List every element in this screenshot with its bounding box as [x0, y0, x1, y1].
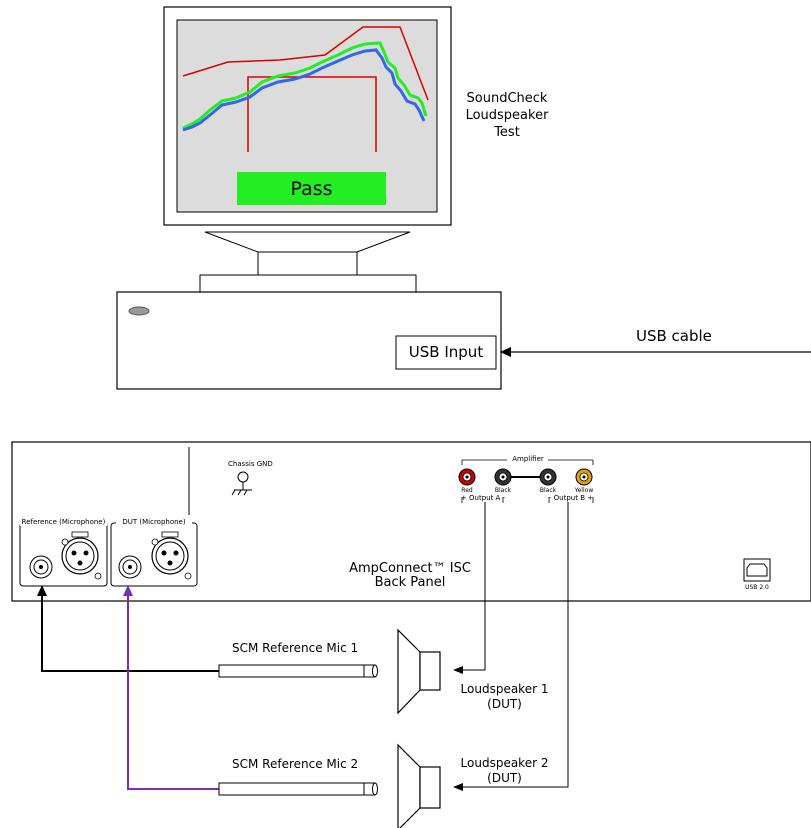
amplifier-label: Amplifier [512, 455, 544, 463]
mic-cable-1 [37, 585, 220, 672]
loudspeaker-1-label: Loudspeaker 1 (DUT) [452, 682, 557, 712]
terminal-label-black: Black [539, 487, 557, 494]
mic-2-body [218, 782, 378, 796]
loudspeaker-1-role: (DUT) [487, 697, 522, 711]
bnc-connector-icon [29, 555, 53, 579]
xlr-connector-icon [151, 531, 192, 580]
chassis-gnd-terminal-icon [231, 471, 252, 496]
mic-2-label: SCM Reference Mic 2 [232, 757, 359, 771]
binding-post-black-icon [494, 468, 512, 486]
back-panel-title-line1: AmpConnect™ ISC [349, 561, 471, 576]
loudspeaker-1-icon [397, 628, 441, 715]
mic-cable-2 [123, 585, 220, 790]
loudspeaker-1-name: Loudspeaker 1 [460, 682, 549, 696]
screen-caption-line: SoundCheck [466, 91, 548, 106]
usb-input-box [395, 335, 497, 370]
arrow-up-icon [123, 585, 133, 596]
usb-port-label: USB 2.0 [745, 584, 769, 591]
reference-group-label: Reference (Microphone) [20, 518, 107, 526]
usb-b-port-icon [743, 558, 771, 582]
blue-trace [182, 48, 426, 132]
green-trace [182, 41, 428, 130]
mic-1-body [218, 664, 378, 678]
lower-limit-line [247, 76, 377, 152]
speaker-wires [453, 502, 569, 791]
monitor [163, 6, 452, 293]
screen-caption-line: Test [494, 125, 520, 140]
amplifier-block [458, 459, 594, 503]
mic-1-label: SCM Reference Mic 1 [232, 641, 359, 655]
dut-group-label: DUT (Microphone) [116, 518, 192, 526]
reference-connector-group [19, 522, 108, 587]
arrow-up-icon [37, 585, 47, 596]
arrow-head-icon [500, 347, 511, 357]
output-a-label: + Output A - [460, 494, 506, 502]
computer [116, 291, 502, 390]
usb-input-label: USB Input [408, 343, 484, 361]
terminal-label-yellow: Yellow [574, 487, 594, 494]
upper-limit-line [182, 26, 429, 101]
output-b-label: - Output B + [548, 494, 594, 502]
loudspeaker-2-icon [397, 743, 441, 828]
chassis-gnd-label: Chassis GND [228, 460, 273, 468]
screen-caption: SoundCheck Loudspeaker Test [462, 90, 552, 141]
screen-caption-line: Loudspeaker [465, 108, 549, 123]
bnc-connector-icon [118, 555, 142, 579]
loudspeaker-2-name: Loudspeaker 2 [460, 756, 549, 770]
pass-indicator [237, 172, 386, 205]
xlr-connector-icon [61, 531, 102, 580]
terminal-label-black: Black [494, 487, 512, 494]
loudspeaker-2-role: (DUT) [487, 771, 522, 785]
terminal-label-red: Red [461, 487, 473, 494]
back-panel-title-line2: Back Panel [374, 575, 446, 590]
usb-cable-label: USB cable [636, 327, 712, 345]
pass-label: Pass [290, 178, 333, 200]
loudspeaker-2-label: Loudspeaker 2 (DUT) [452, 756, 557, 786]
dut-connector-group [110, 522, 198, 587]
monitor-neck [204, 231, 411, 253]
monitor-base [199, 274, 417, 293]
binding-post-red-icon [458, 468, 476, 486]
binding-post-black-icon [539, 468, 557, 486]
back-panel-title: AmpConnect™ ISC Back Panel [335, 562, 485, 590]
binding-post-yellow-icon [575, 468, 593, 486]
power-led-icon [128, 306, 150, 316]
back-panel [11, 441, 811, 602]
